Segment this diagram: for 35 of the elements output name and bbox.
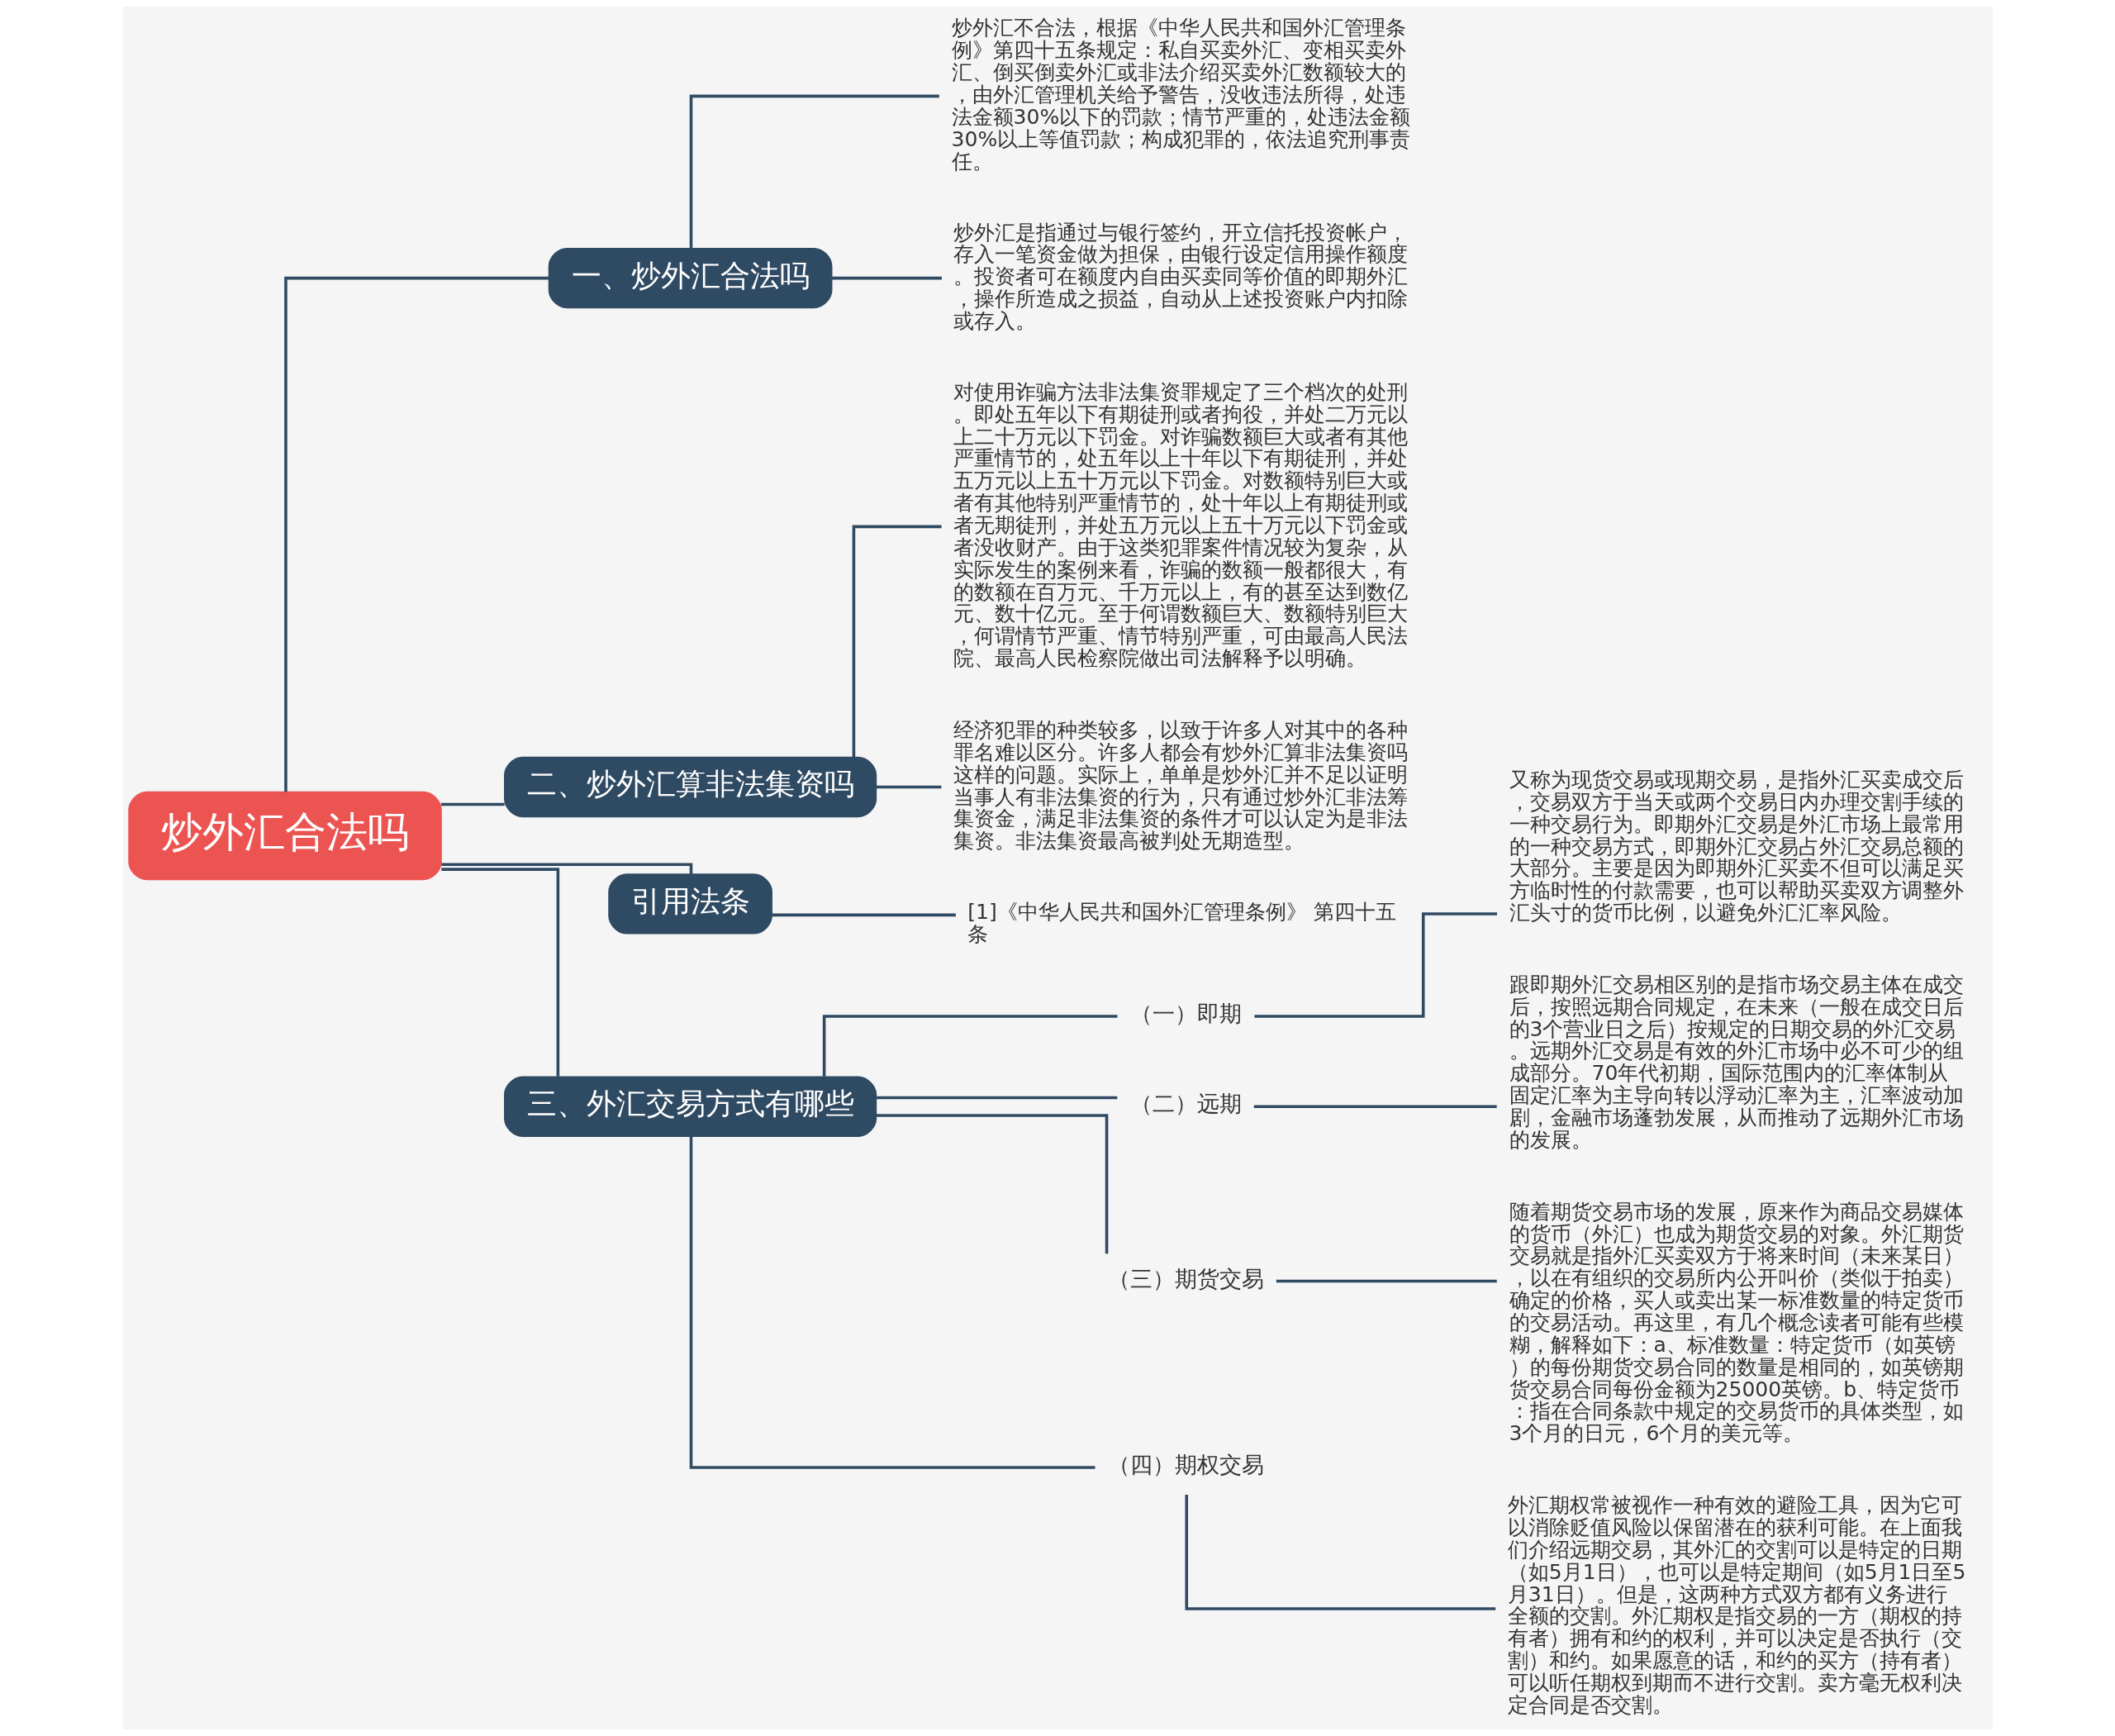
node-text: 随着期货交易市场的发展，原来作为商品交易媒体的货币（外汇）也成为期货交易的对象。外汇期货交易就是指外汇买卖双方于将来时间（未来某日），以在有组织的交易所内公开叫价（类似于拍卖）确定的价格，买人或卖出某一标准数量的特定货币的交易活动。再这里，有几个概念读者可能有些模糊，解释如下：a、标准数量：特定货币（如英镑）的每份期货交易合同的数量是相同的，如英镑期货交易合同每份金额为25000英镑。b、特定货币：指在合同条款中规定的交易货币的具体类型，如3个月的日元，6个月的美元等。 <box>1509 1199 1964 1446</box>
node-box: 引用法条 <box>607 873 772 935</box>
connector <box>822 1015 1117 1077</box>
node-text: （二）远期 <box>1129 1091 1242 1117</box>
connector <box>689 94 939 249</box>
connector <box>283 276 549 792</box>
node-text: （四）期权交易 <box>1107 1452 1264 1478</box>
connector <box>831 276 942 280</box>
connector <box>1184 1495 1495 1610</box>
node-text: 又称为现货交易或现期交易，是指外汇买卖成交后，交易双方于当天或两个交易日内办理交割手续的一种交易行为。即期外汇交易是外汇市场上最常用的一种交易方式，即期外汇交易占外汇交易总额的大部分。主要是因为即期外汇买卖不但可以满足买方临时性的付款需要，也可以帮助买卖双方调整外汇头寸的货币比例，以避免外汇汇率风险。 <box>1509 767 1964 925</box>
node-text: 对使用诈骗方法非法集资罪规定了三个档次的处刑。即处五年以下有期徒刑或者拘役，并处二万元以上二十万元以下罚金。对诈骗数额巨大或者有其他严重情节的，处五年以上十年以下有期徒刑，并处五万元以上五十万元以下罚金。对数额特别巨大或者有其他特别严重情节的，处十年以上有期徒刑或者无期徒刑，并处五万元以上五十万元以下罚金或者没收财产。由于这类犯罪案件情况较为复杂，从实际发生的案例来看，诈骗的数额一般都很大，有的数额在百万元、千万元以上，有的甚至达到数亿元、数十亿元。至于何谓数额巨大、数额特别巨大，何谓情节严重、情节特别严重，可由最高人民法院、最高人民检察院做出司法解释予以明确。 <box>953 379 1408 671</box>
node-text: 炒外汇是指通过与银行签约，开立信托投资帐户，存入一笔资金做为担保，由银行设定信用操作额度。投资者可在额度内自由买卖同等价值的即期外汇，操作所造成之损益，自动从上述投资账户内扣除或存入。 <box>953 220 1408 333</box>
connector <box>876 785 941 789</box>
node-text: 外汇期权常被视作一种有效的避险工具，因为它可以消除贬值风险以保留潜在的获利可能。在上面我们介绍远期交易，其外汇的交割可以是特定的日期（如5月1日），也可以是特定期间（如5月1日至5月31日）。但是，这两种方式双方都有义务进行全额的交割。外汇期权是指交易的一方（期权的持有者）拥有和约的权利，并可以决定是否执行（交割）和约。如果愿意的话，和约的买方（持有者）可以听任期权到期而不进行交割。卖方毫无权利决定合同是否交割。 <box>1507 1493 1965 1717</box>
node-text: 经济犯罪的种类较多，以致于许多人对其中的各种罪名难以区分。许多人都会有炒外汇算非法集资吗这样的问题。实际上，单单是炒外汇并不足以证明当事人有非法集资的行为，只有通过炒外汇非法筹集资金，满足非法集资的条件才可以认定为是非法集资。非法集资最高被判处无期造型。 <box>953 717 1408 854</box>
node-box: 二、炒外汇算非法集资吗 <box>503 756 877 818</box>
connector <box>852 525 942 758</box>
connector <box>1276 1279 1497 1283</box>
connector <box>772 913 956 917</box>
connector <box>876 1096 1117 1100</box>
node-box: 炒外汇合法吗 <box>127 791 442 881</box>
connector <box>440 868 559 1077</box>
connector <box>689 1136 1096 1469</box>
node-text: 跟即期外汇交易相区别的是指市场交易主体在成交后，按照远期合同规定，在未来（一般在成交日后的3个营业日之后）按规定的日期交易的外汇交易。远期外汇交易是有效的外汇市场中必不可少的组成部分。70年代初期，国际范围内的汇率体制从固定汇率为主导向转以浮动汇率为主，汇率波动加剧，金融市场蓬勃发展，从而推动了远期外汇市场的发展。 <box>1509 972 1964 1152</box>
connector <box>440 863 692 874</box>
node-text: （三）期货交易 <box>1107 1265 1264 1291</box>
connector <box>1253 1105 1497 1108</box>
node-box: 三、外汇交易方式有哪些 <box>503 1076 877 1137</box>
node-box: 一、炒外汇合法吗 <box>548 247 832 309</box>
node-text: 炒外汇不合法，根据《中华人民共和国外汇管理条例》第四十五条规定：私自买卖外汇、变相买卖外汇、倒买倒卖外汇或非法介绍买卖外汇数额较大的，由外汇管理机关给予警告，没收违法所得，处违法金额30%以下的罚款；情节严重的，处违法金额30%以上等值罚款；构成犯罪的，依法追究刑事责任。 <box>951 16 1410 174</box>
node-text: [1]《中华人民共和国外汇管理条例》 第四十五条 <box>967 900 1396 947</box>
connector <box>440 802 505 806</box>
node-text: （一）即期 <box>1129 1001 1242 1027</box>
connector <box>875 1114 1108 1254</box>
connector <box>1253 912 1497 1018</box>
